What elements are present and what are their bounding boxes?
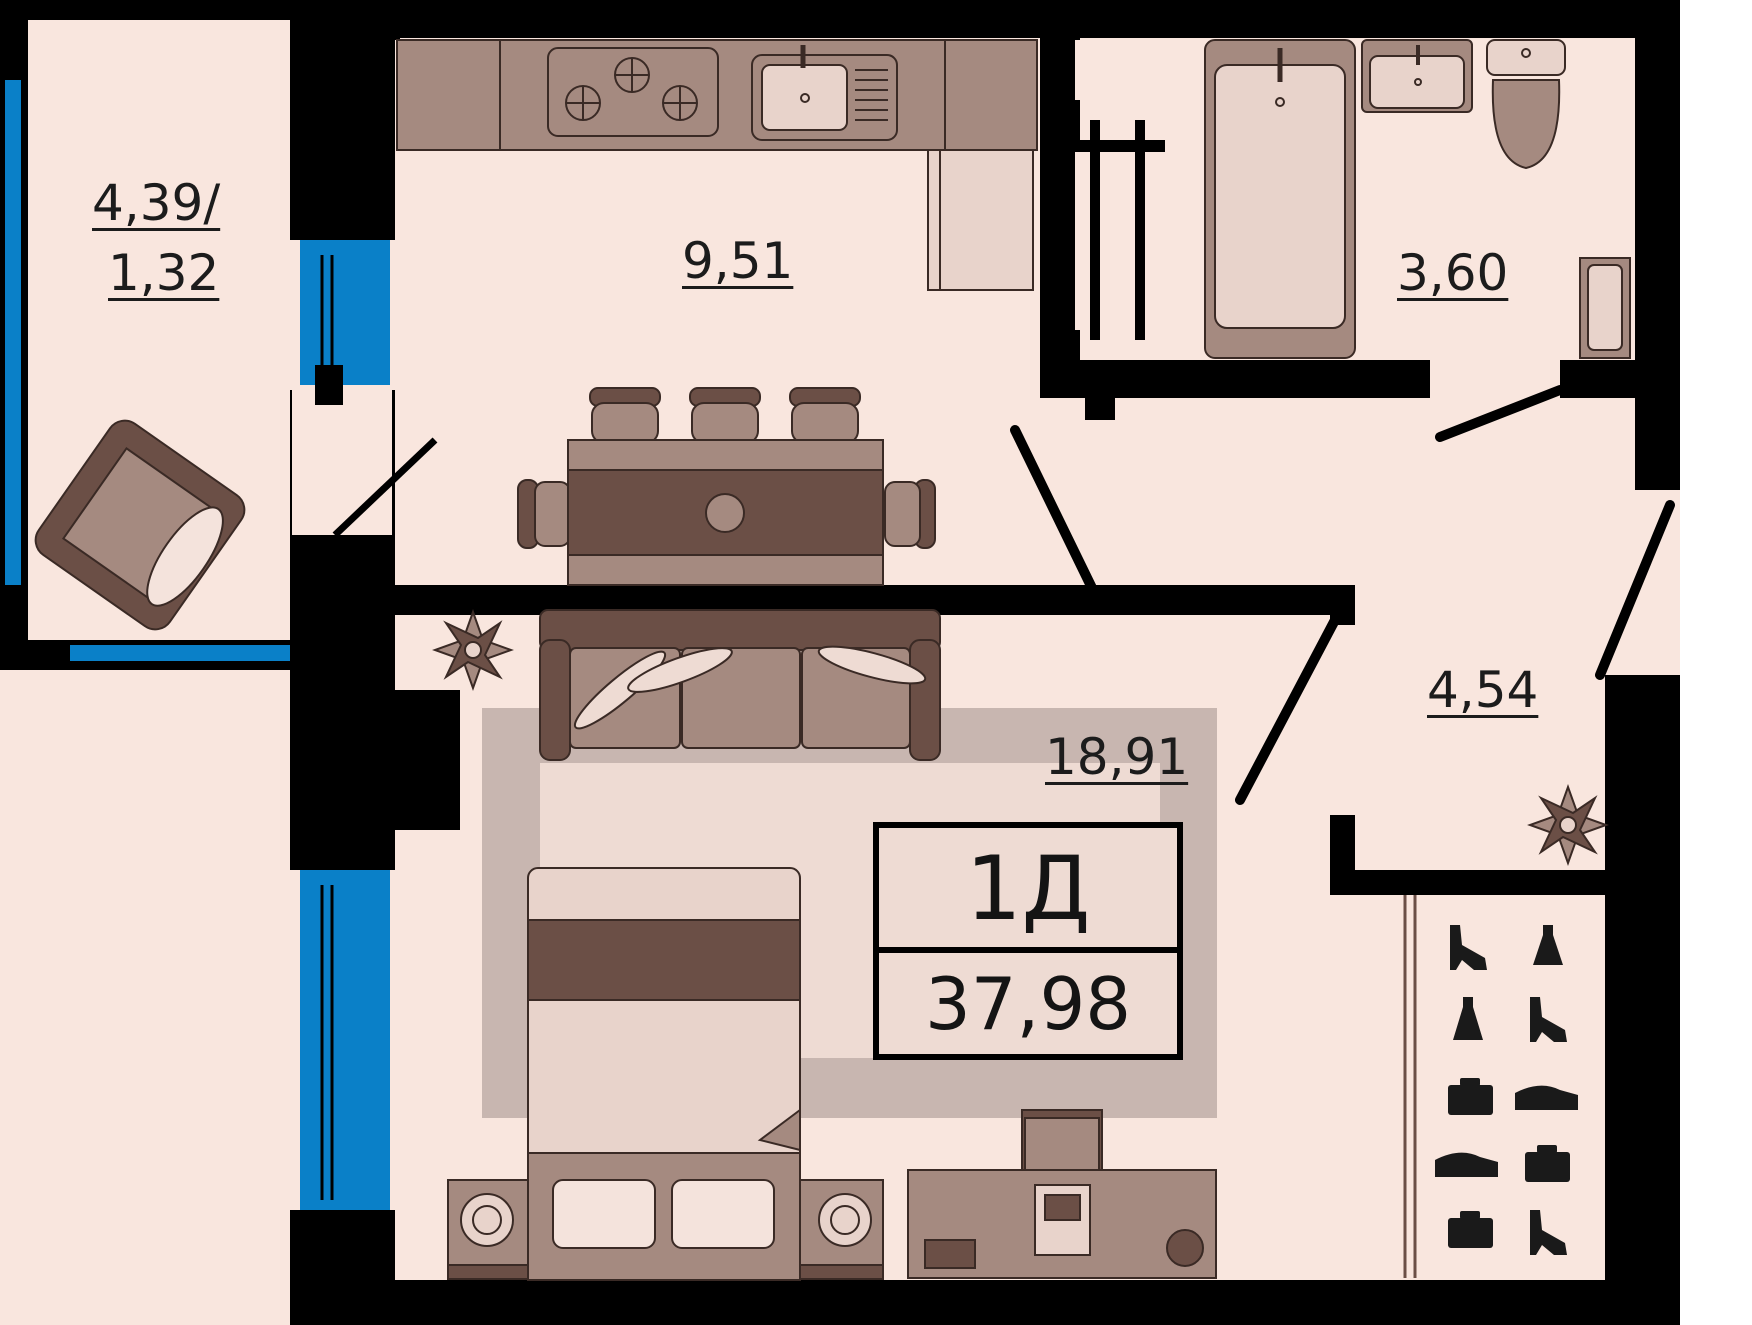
desk-icon <box>907 1109 1217 1279</box>
shaft <box>1075 40 1165 340</box>
stove-icon <box>547 47 719 137</box>
apartment-total-area: 37,98 <box>924 962 1132 1046</box>
kitchen-door <box>1010 425 1097 593</box>
wardrobe-items-icon <box>1403 895 1578 1278</box>
toilet-icon <box>1486 39 1566 170</box>
walls <box>0 0 1680 1325</box>
sink-icon <box>751 45 898 141</box>
balcony-reduced-area-label: 1,32 <box>108 244 220 302</box>
kitchen-area-label: 9,51 <box>682 232 794 290</box>
sofa-icon <box>539 609 941 761</box>
living-door <box>1235 615 1340 805</box>
armchair-icon <box>34 419 246 631</box>
apartment-badge <box>873 822 1183 1060</box>
washing-machine <box>1579 257 1631 359</box>
doors[interactable] <box>1010 385 1675 805</box>
bathroom-door <box>1435 385 1565 442</box>
bathroom-sink-icon <box>1361 39 1473 113</box>
fridge <box>927 149 1034 291</box>
plant-icon <box>432 609 514 691</box>
dining-table-icon <box>517 387 936 586</box>
balcony-area-label: 4,39/ <box>92 174 221 232</box>
balcony-window-left <box>5 80 21 585</box>
plant-icon <box>1527 784 1609 866</box>
bed-icon <box>447 867 884 1281</box>
balcony-window-bottom <box>70 645 290 661</box>
living-window <box>300 870 390 1210</box>
hallway-area-label: 4,54 <box>1427 661 1539 719</box>
apartment-type-code: 1Д <box>965 837 1091 940</box>
kitchen-window <box>300 240 390 390</box>
bathtub-icon <box>1204 39 1356 359</box>
balcony-door[interactable] <box>292 365 438 538</box>
living-room-area-label: 18,91 <box>1045 728 1189 786</box>
bathroom-area-label: 3,60 <box>1397 244 1509 302</box>
windows <box>5 80 390 1210</box>
entrance-door <box>1595 500 1675 680</box>
